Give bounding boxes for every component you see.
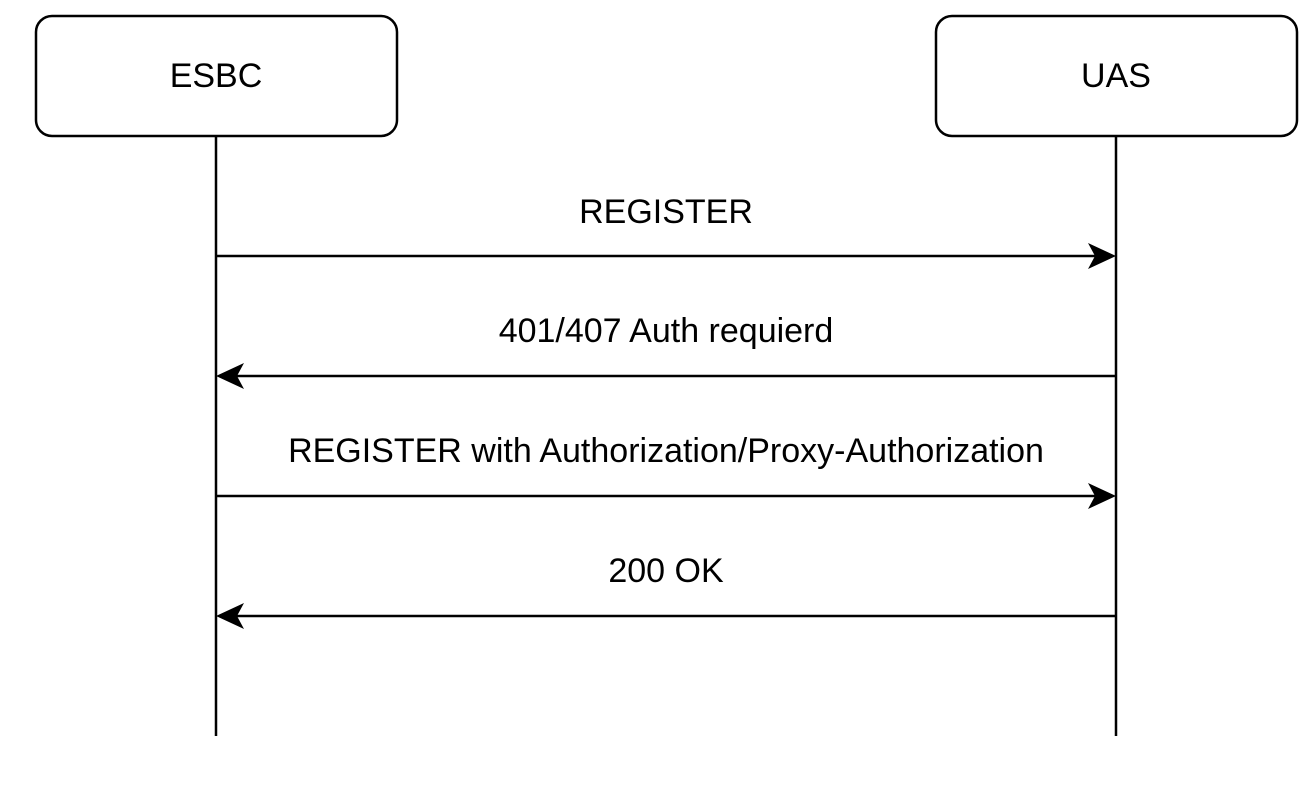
arrowhead-right-icon xyxy=(1088,483,1116,509)
participant-label: UAS xyxy=(1081,57,1151,95)
message-3: REGISTER with Authorization/Proxy-Author… xyxy=(216,432,1116,509)
message-label: REGISTER xyxy=(579,193,753,231)
message-1: REGISTER xyxy=(216,193,1116,269)
message-label: 200 OK xyxy=(608,552,724,590)
arrowhead-left-icon xyxy=(216,363,244,389)
participant-uas: UAS xyxy=(934,14,1299,736)
arrowhead-left-icon xyxy=(216,603,244,629)
message-2: 401/407 Auth requierd xyxy=(216,312,1116,389)
message-label: 401/407 Auth requierd xyxy=(499,312,834,350)
message-4: 200 OK xyxy=(216,552,1116,629)
participant-label: ESBC xyxy=(170,57,263,95)
arrowhead-right-icon xyxy=(1088,243,1116,269)
participant-esbc: ESBC xyxy=(34,14,399,736)
message-label: REGISTER with Authorization/Proxy-Author… xyxy=(288,432,1044,470)
